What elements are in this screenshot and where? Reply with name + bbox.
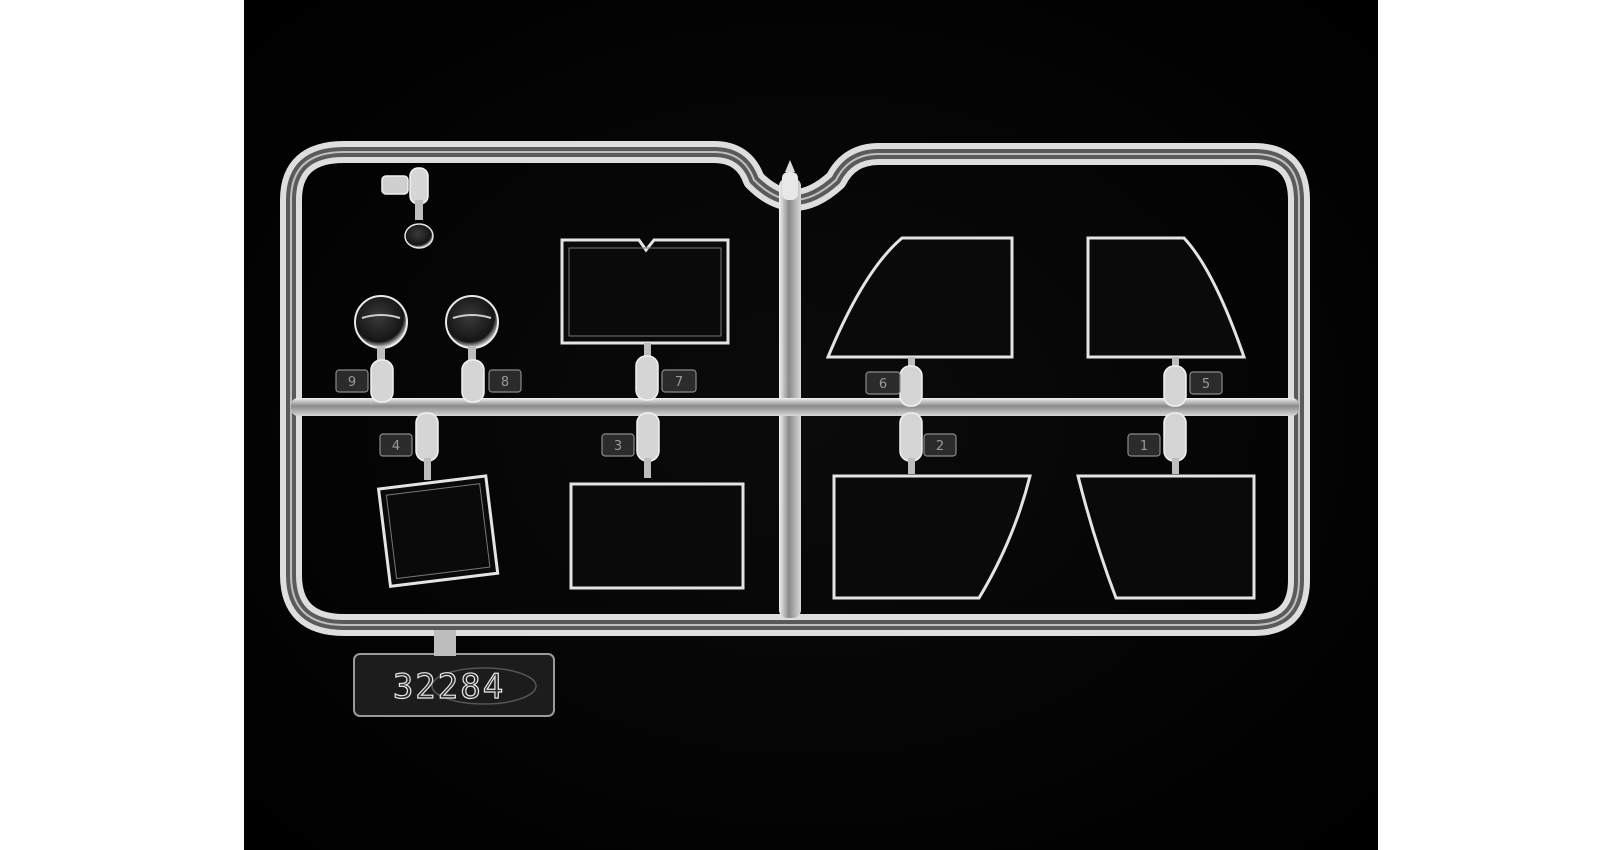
svg-text:5: 5 — [1202, 377, 1210, 392]
svg-text:7: 7 — [675, 375, 683, 390]
svg-text:1: 1 — [1140, 439, 1148, 454]
window-part-4: 4 — [376, 412, 500, 589]
corner-gate — [381, 167, 434, 249]
window-part-3: 3 — [569, 412, 745, 590]
svg-text:9: 9 — [348, 375, 356, 390]
svg-text:3: 3 — [614, 439, 622, 454]
kit-number-tag: 32284 — [353, 630, 555, 717]
window-part-2: 2 — [832, 412, 1032, 600]
window-part-7: 7 — [560, 238, 730, 401]
middle-rail — [291, 398, 1299, 416]
svg-text:2: 2 — [936, 439, 944, 454]
window-part-5: 5 — [1086, 236, 1247, 407]
window-part-1: 1 — [1076, 412, 1256, 600]
sprue-photo: 9 8 7 6 — [244, 0, 1378, 850]
kit-number-text: 32284 — [393, 667, 505, 707]
center-rail — [779, 160, 801, 618]
sprue-frame — [280, 141, 1310, 636]
lens-part-8: 8 — [445, 295, 522, 403]
svg-text:4: 4 — [392, 439, 400, 454]
lens-part-9: 9 — [335, 295, 408, 403]
sprue-illustration: 9 8 7 6 — [280, 141, 1310, 717]
window-part-6: 6 — [825, 236, 1014, 407]
svg-text:8: 8 — [501, 375, 509, 390]
svg-text:6: 6 — [879, 377, 887, 392]
